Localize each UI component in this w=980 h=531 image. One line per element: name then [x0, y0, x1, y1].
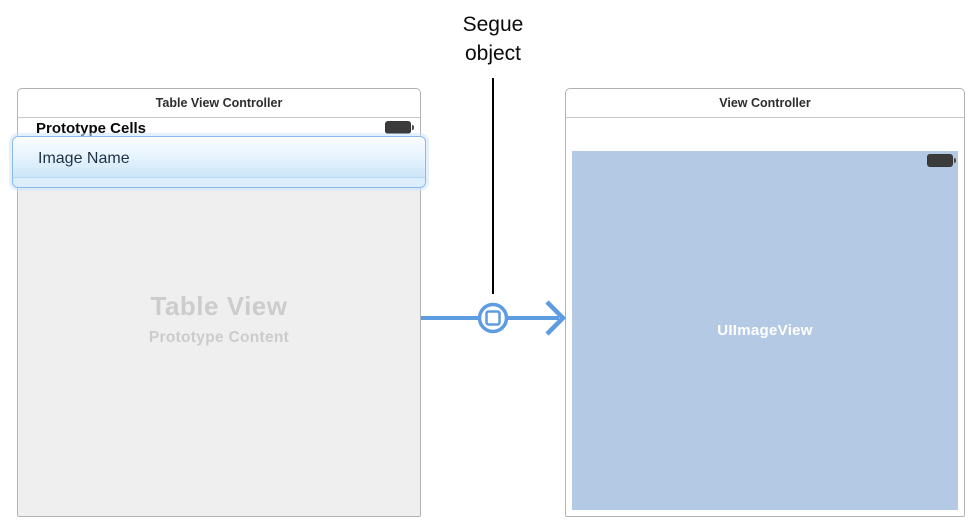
view-controller-scene-body: UIImageView: [566, 118, 964, 516]
table-view-placeholder-title: Table View: [150, 291, 288, 321]
battery-icon: [927, 154, 956, 167]
table-view-placeholder: Table View Prototype Content: [18, 291, 420, 347]
segue-connector: [421, 300, 567, 336]
segue-object-square-icon: [485, 310, 501, 326]
segue-arrow-icon: [545, 300, 567, 336]
view-controller-header[interactable]: View Controller: [566, 89, 964, 118]
prototype-cells-label: Prototype Cells: [36, 120, 147, 137]
view-controller-scene: View Controller UIImageView: [565, 88, 965, 517]
prototype-cell-image-name[interactable]: Image Name: [12, 136, 426, 188]
segue-annotation-line1: Segue: [462, 13, 524, 36]
battery-icon: [385, 121, 414, 134]
table-view-controller-header[interactable]: Table View Controller: [18, 89, 420, 118]
uiimageview-label: UIImageView: [717, 322, 813, 339]
uiimageview[interactable]: UIImageView: [572, 151, 958, 510]
cell-title-label: Image Name: [38, 149, 130, 167]
segue-annotation-line2: object: [464, 42, 522, 65]
segue-annotation-label: Segue object: [433, 10, 553, 68]
annotation-pointer-line: [492, 78, 494, 294]
table-view-placeholder-subtitle: Prototype Content: [148, 329, 290, 346]
table-view[interactable]: Table View Prototype Content: [18, 139, 420, 516]
view-controller-title: View Controller: [719, 96, 811, 110]
table-view-controller-title: Table View Controller: [155, 96, 283, 110]
table-view-controller-scene: Table View Controller Prototype Cells Ta…: [12, 88, 426, 517]
